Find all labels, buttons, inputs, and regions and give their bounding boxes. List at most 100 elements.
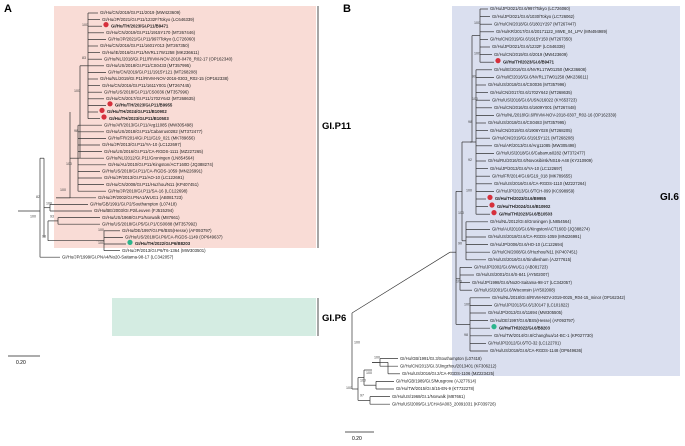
bootstrap-value: 98	[74, 129, 78, 133]
taxon-label: GI/Hu/US/2018/GI.P5/GI.P1/CS0088 (MT3579…	[102, 221, 197, 226]
taxon-label: GI/Hu/CN/2019/GI.6/1915Y121 (MT268208)	[492, 135, 575, 140]
taxon-label: GI/Hu/CN/2019/GI.6/2019 (MW423609)	[494, 52, 568, 57]
taxon-label: GI/Hu/BE/2003/GI.P2/Leuven (FJ515294)	[94, 208, 174, 213]
taxon-label: GI/Hu/US/2018/GI.P11/CS0433 (MT357995)	[106, 63, 191, 68]
bootstrap-value: 98	[468, 120, 472, 124]
taxon-label: GI/Hu/IE/2016/GI.6/NVRL17W01250 (MK23660…	[494, 67, 587, 72]
panel-b-bootstrap: 1001009910098921001009010010098100100100…	[346, 21, 480, 397]
taxon-label: GI/Hu/FR/2014/GI.6/G19_018 (MK789655)	[492, 173, 572, 178]
taxon-label: GI/Hu/NL/2018/GI.P11/RIVM-NOV-2018-0478_…	[104, 56, 233, 61]
gip6-clade-highlight	[112, 298, 316, 336]
bootstrap-value: 82	[36, 195, 40, 199]
taxon-label: GI/Hu/US/2001/GI.6/Wisconsin (AY502008)	[474, 287, 556, 292]
taxon-label: GI/Hu/NL/2019/GI.P11/RIVM-NOV-2016-0303_…	[100, 76, 229, 81]
taxon-label: GI/Hu/JP/2021/GI.P11/1232F/Tokyo (LC6463…	[102, 17, 195, 22]
gip11-clade-label: GI.P11	[322, 121, 352, 132]
bootstrap-value: 100	[98, 228, 104, 232]
taxon-label: GI/Hu/JP/1999/GI.PNA4/No20-Saitama-98-17…	[62, 254, 174, 259]
taxon-label: GI/Hu/TH/2022/GI.6/B8203	[499, 325, 551, 330]
taxon-label: GI/Hu/US/2018/GI.6/CS0483 (MT357995)	[488, 120, 566, 125]
taxon-label: GI/Hu/JP/2021/GI.6/997/Tokyo (LC726060)	[490, 6, 571, 11]
bootstrap-value: 100	[456, 280, 462, 284]
taxon-label: GI/Hu/US/1968/GI.1/Norwalk (M87661)	[392, 394, 465, 399]
taxon-label: GI/Hu/US/1968/GI.P1/Norwalk (M87661)	[102, 215, 180, 220]
panel-a-taxa: GI/Hu/CN/2019/GI.P11/2019 (MW423609) GI/H…	[62, 10, 233, 259]
sample-marker-icon	[495, 58, 501, 64]
taxon-label: GI/Hu/TW/2014/GI.6/Changhua/14-BC-1 (KP0…	[494, 333, 594, 338]
tree-backbone	[351, 251, 451, 314]
bootstrap-value: 92	[468, 158, 472, 162]
panel-a-tree	[18, 12, 126, 258]
taxon-label: GI/Hu/CN/2019/GI.P11/1915Y170 (MT267446)	[106, 30, 196, 35]
taxon-label: GI/Hu/DE/1997/GI.P6/BS5(Hesse) (AF093797…	[122, 228, 212, 233]
taxon-label: GI/Hu/GB/1991/GI.3/Southampton (L07418)	[400, 356, 482, 361]
bootstrap-value: 100	[346, 386, 352, 390]
bootstrap-value: 97	[360, 394, 364, 398]
bootstrap-value: 100	[366, 371, 372, 375]
taxon-label: GI/Hu/JP/2021/GI.6/1030/Tokyo (LC726062)	[492, 14, 575, 19]
panel-a-label: A	[4, 3, 12, 15]
sample-marker-icon	[101, 114, 107, 120]
taxon-label: GI/Hu/CN/2016/GI.6/1609Y001 (MT267448)	[494, 105, 577, 110]
taxon-label: GI/Hu/US/2018/GI.P6/CA-RGDS-1149 (OP6496…	[125, 235, 223, 240]
taxon-label: GI/Hu/DE/1997/GI.6/BS5(Hesse) (AF093797)	[490, 318, 575, 323]
sample-marker-icon	[489, 202, 495, 208]
sample-marker-icon	[103, 22, 109, 28]
taxon-label: GI/Hu/JP/2002/GI.PNA1/WUG1 (AB081723)	[98, 195, 183, 200]
taxon-label: GI/Hu/GB/1989/GI.5/Musgrove (AJ277614)	[396, 379, 477, 384]
taxon-label: GI/Hu/NL/2012/GI.P11/Groningen (LN854564…	[106, 155, 195, 160]
bootstrap-value: 100	[82, 23, 88, 27]
taxon-label: GI/Hu/JP/2010/GI.P11/SA-16 (LC122698)	[108, 188, 188, 193]
sample-marker-icon	[127, 239, 133, 245]
taxon-label: GI/Hu/TH/2023/GI.P11/B9471	[111, 23, 169, 28]
gi6-clade-highlight	[452, 6, 680, 376]
taxon-label: GI/Hu/CN/2013/GI.3/Jingzhou/2013401 (KF3…	[400, 363, 497, 368]
sample-marker-icon	[487, 194, 493, 200]
taxon-label: GI/Hu/JP/2021/GI.6/1232F (LC646339)	[492, 44, 565, 49]
bootstrap-value: 100	[46, 201, 52, 205]
bootstrap-value: 83	[82, 56, 86, 60]
taxon-label: GI/Hu/US/2018/GI.6/Cabarrus0282 (MT37247…	[496, 151, 586, 156]
taxon-label: GI/Hu/CN/2017/GI.6/1702Y642 (MT268635)	[490, 90, 573, 95]
bootstrap-value: 100	[466, 188, 472, 192]
taxon-label: GI/Hu/NL/2012/GI.6/Groningen (LN854564)	[490, 219, 572, 224]
bootstrap-value: 100	[464, 302, 470, 306]
taxon-label: GI/Hu/NL/2018/GI.6/RIVM-NOV-2019-0025_R0…	[492, 295, 626, 300]
taxon-label: GI/Hu/NL/2018/GI.6/RIVM-NOV-2018-0307_R0…	[496, 113, 617, 118]
taxon-label: GI/Hu/TW/2015/GI.5/15-EN-9 (KT732278)	[396, 386, 475, 391]
bootstrap-value: 100	[30, 215, 36, 219]
taxon-label: GI/Hu/JP/2013/GI.6/11694 (MW305505)	[488, 310, 563, 315]
taxon-label: GI/Hu/TH/2023/GI.P11/B9955	[115, 103, 173, 108]
bootstrap-value: 100	[360, 378, 366, 382]
taxon-label: GI/Hu/CN/2016/GI.P11/1611Y001 (MT267445)	[102, 83, 191, 88]
taxon-label: GI/Hu/JP/2012/GI.6/TO-32 (LC122701)	[488, 341, 561, 346]
bootstrap-value: 100	[98, 241, 104, 245]
bootstrap-value: 100	[472, 97, 478, 101]
taxon-label: GI/Hu/US/2018/GI.P11/Cabarrus0282 (MT372…	[106, 129, 203, 134]
bootstrap-value: 99	[472, 74, 476, 78]
taxon-label: GI/Hu/JP/2021/GI.P11/997/Tokyo (LC726060…	[108, 37, 196, 42]
taxon-label: GI/Hu/CN/2008/GI.P11/Huzhou/N11 (KP40745…	[106, 182, 199, 187]
taxon-label: GI/Hu/US/2018/GI.6/CA-RGDS-1059 (MN22699…	[488, 234, 582, 239]
taxon-label: GI/Hu/US/2016/GI.6/Sindlesham (AJ277615)	[488, 257, 572, 262]
taxon-label: GI/Hu/US/2016/GI.6/USNJ16022 (KY653723)	[492, 97, 577, 102]
bootstrap-value: 100	[354, 340, 360, 344]
taxon-label: GI/Hu/CN/2019/GI.P11/1915Y121 (MT268208)	[108, 70, 198, 75]
sample-marker-icon	[99, 107, 105, 113]
panel-b-label: B	[343, 3, 351, 15]
taxon-label: GI/Hu/JP/2002/GI.6/WUG1 (AB081723)	[474, 265, 548, 270]
panel-a-scale-label: 0.20	[16, 360, 26, 366]
taxon-label: GI/Hu/TH/2023/GI.6/B9471	[503, 59, 555, 64]
taxon-label: GI/Hu/FR/2014/GI.P11/G19_021 (MK789656)	[108, 136, 195, 141]
taxon-label: GI/Hu/CN/2019/GI.P11/2019 (MW423609)	[100, 10, 181, 15]
taxon-label: GI/Hu/TH/2023/GI.6/B9955	[495, 196, 547, 201]
bootstrap-value: 100	[474, 52, 480, 56]
taxon-label: GI/Hu/US/2016/GI.6/CA-RGDS-1110 (MZ22726…	[494, 181, 587, 186]
taxon-label: GI/Hu/US/2018/GI.6/CA-RGDS-1148 (OP64963…	[490, 348, 583, 353]
bootstrap-value: 98	[42, 234, 46, 238]
taxon-label: GI/Hu/US/2016/GI.2/CA-RGDS-1106 (MZ22342…	[402, 371, 495, 376]
taxon-label: GI/Hu/US/2009/GI.1/CHA6A003_20091031 (KF…	[392, 401, 496, 406]
taxon-label: GI/Hu/TH/2024/GI.6/B10902	[497, 204, 551, 209]
